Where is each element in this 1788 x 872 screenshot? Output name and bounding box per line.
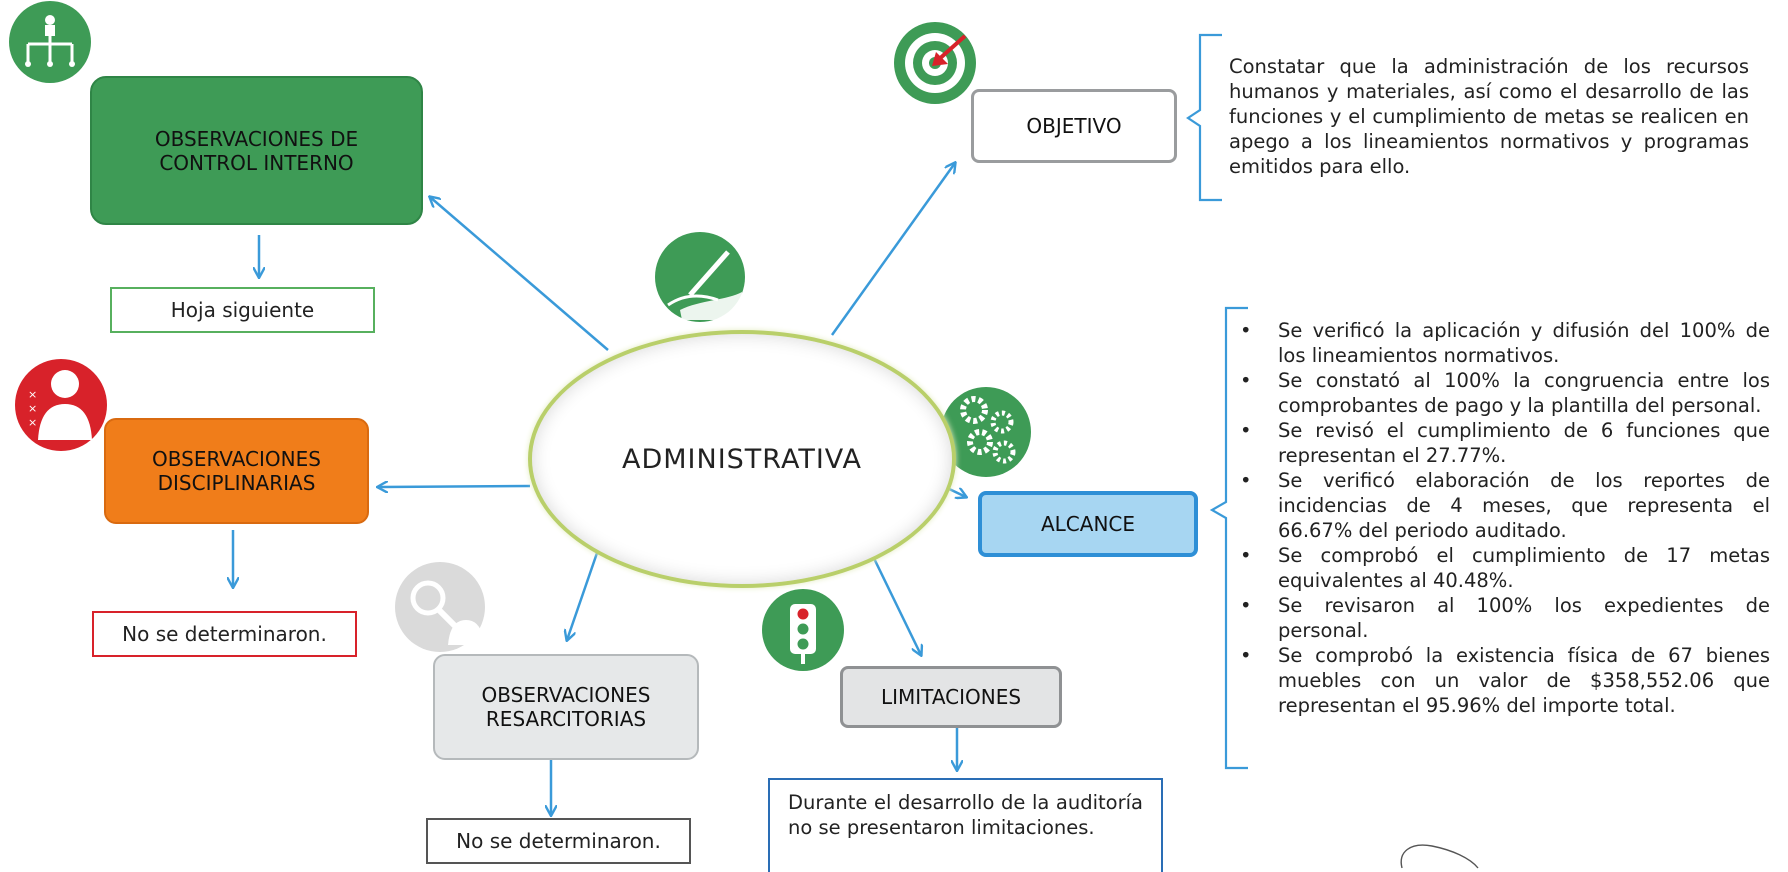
svg-text:×: × <box>28 388 37 401</box>
arrow-to-resarcitorias <box>567 552 599 640</box>
limitaciones-label: LIMITACIONES <box>880 685 1022 709</box>
arrow-to-objetivo <box>830 163 955 336</box>
alcance-item-text: Se comprobó la existencia física de 67 b… <box>1278 644 1770 717</box>
disciplinarias-box: OBSERVACIONES DISCIPLINARIAS <box>104 418 369 524</box>
objetivo-bracket <box>1186 33 1222 202</box>
control-interno-box: OBSERVACIONES DE CONTROL INTERNO <box>90 76 423 225</box>
magnifier-person-icon <box>395 562 485 652</box>
alcance-item-text: Se revisaron al 100% los expedientes de … <box>1278 594 1770 642</box>
gears-icon <box>941 387 1031 477</box>
alcance-item: • Se verificó elaboración de los reportes… <box>1240 468 1770 543</box>
control-interno-label: OBSERVACIONES DE CONTROL INTERNO <box>154 126 359 175</box>
alcance-list: • Se verificó la aplicación y difusión de… <box>1240 318 1770 718</box>
alcance-item-text: Se verificó elaboración de los reportes … <box>1278 469 1770 542</box>
disciplinarias-label: OBSERVACIONES DISCIPLINARIAS <box>152 447 321 495</box>
alcance-item-text: Se constató al 100% la congruencia entre… <box>1278 369 1770 417</box>
traffic-light-icon <box>762 589 844 671</box>
signature-mark <box>1400 844 1479 869</box>
svg-text:×: × <box>28 416 37 429</box>
objetivo-text: Constatar que la administración de los r… <box>1229 55 1749 178</box>
alcance-item: • Se comprobó la existencia física de 67 … <box>1240 643 1770 718</box>
limitaciones-box: LIMITACIONES <box>840 666 1062 728</box>
resarcitorias-result-text: No se determinaron. <box>456 829 661 853</box>
center-label: ADMINISTRATIVA <box>621 443 863 475</box>
limitaciones-result: Durante el desarrollo de la auditoría no… <box>768 778 1163 872</box>
alcance-bracket <box>1209 306 1248 770</box>
bullet-dot: • <box>1240 469 1252 492</box>
resarcitorias-box: OBSERVACIONES RESARCITORIAS <box>433 654 699 760</box>
objetivo-box: OBJETIVO <box>971 89 1177 163</box>
bullet-dot: • <box>1240 319 1252 342</box>
bullet-dot: • <box>1240 544 1252 567</box>
alcance-item: • Se constató al 100% la congruencia entr… <box>1240 368 1770 418</box>
resarcitorias-label: OBSERVACIONES RESARCITORIAS <box>481 683 651 731</box>
disciplinarias-result-text: No se determinaron. <box>122 622 327 646</box>
alcance-item-text: Se revisó el cumplimiento de 6 funciones… <box>1278 419 1770 467</box>
objetivo-label: OBJETIVO <box>1026 114 1122 138</box>
target-icon <box>894 22 976 104</box>
alcance-item: • Se revisaron al 100% los expedientes de… <box>1240 593 1770 643</box>
arrow-to-disciplinarias <box>378 486 531 487</box>
center-node-administrativa: ADMINISTRATIVA <box>528 330 956 588</box>
bullet-dot: • <box>1240 369 1252 392</box>
bullet-dot: • <box>1240 594 1252 617</box>
resarcitorias-result: No se determinaron. <box>426 818 691 864</box>
arrow-to-limitaciones <box>866 545 921 655</box>
arrow-to-control-interno <box>430 197 609 351</box>
control-interno-result: Hoja siguiente <box>110 287 375 333</box>
alcance-item: • Se comprobó el cumplimiento de 17 metas… <box>1240 543 1770 593</box>
limitaciones-result-text: Durante el desarrollo de la auditoría no… <box>788 791 1143 839</box>
writing-hand-icon <box>655 232 745 322</box>
disciplinarias-result: No se determinaron. <box>92 611 357 657</box>
alcance-item: • Se revisó el cumplimiento de 6 funcione… <box>1240 418 1770 468</box>
alcance-item-text: Se verificó la aplicación y difusión del… <box>1278 319 1770 367</box>
control-interno-result-text: Hoja siguiente <box>170 298 315 322</box>
svg-text:×: × <box>28 402 37 415</box>
alcance-label: ALCANCE <box>1040 512 1136 536</box>
org-chart-icon <box>9 1 91 83</box>
bullet-dot: • <box>1240 644 1252 667</box>
alcance-item: • Se verificó la aplicación y difusión de… <box>1240 318 1770 368</box>
alcance-box: ALCANCE <box>978 491 1198 557</box>
alcance-item-text: Se comprobó el cumplimiento de 17 metas … <box>1278 544 1770 592</box>
bullet-dot: • <box>1240 419 1252 442</box>
person-cross-icon: × × × <box>15 359 107 451</box>
